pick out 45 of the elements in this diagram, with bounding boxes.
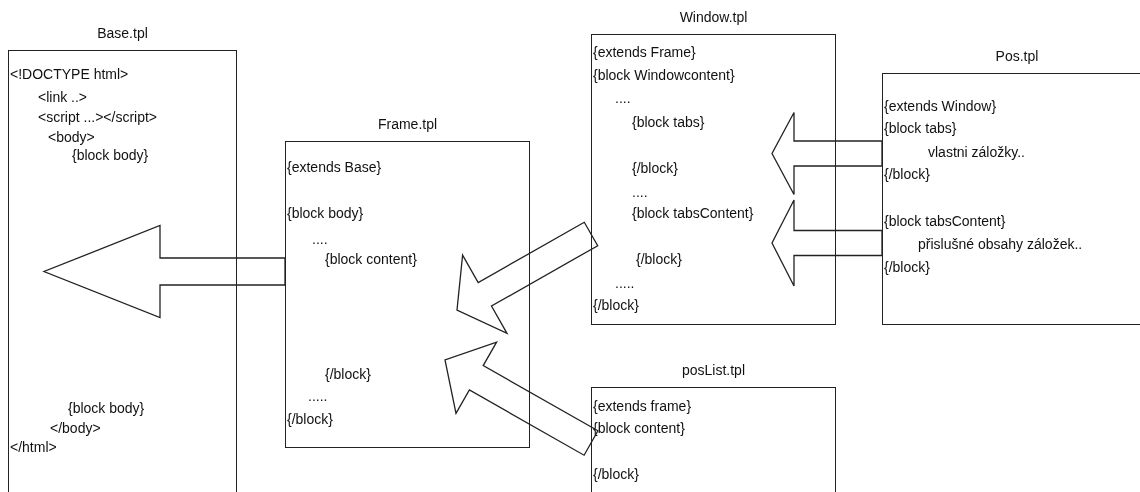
code-line: <body>: [48, 129, 95, 145]
code-line: <script ...></script>: [38, 109, 158, 125]
code-line: ....: [615, 90, 631, 106]
code-line: {extends Base}: [287, 159, 382, 175]
block-arrow: [771, 199, 883, 287]
code-line: </body>: [50, 420, 101, 436]
code-line: {block tabsContent}: [632, 205, 754, 221]
code-line: {/block}: [593, 466, 639, 482]
code-line: {/block}: [884, 259, 930, 275]
file-name: Base.tpl: [97, 25, 148, 41]
block-arrow: [444, 340, 599, 457]
code-line: {block body}: [72, 147, 149, 163]
code-line: {/block}: [636, 251, 682, 267]
code-line: {/block}: [884, 166, 930, 182]
code-line: {block Windowcontent}: [593, 67, 735, 83]
code-line: {/block}: [632, 160, 678, 176]
code-line: {block body}: [287, 205, 364, 221]
code-line: {/block}: [593, 297, 639, 313]
code-line: {block body}: [68, 400, 145, 416]
code-line: ....: [312, 231, 328, 247]
block-arrow: [771, 111, 883, 196]
code-line: {block content}: [325, 251, 417, 267]
code-line: {block tabs}: [884, 120, 957, 136]
code-line: .....: [615, 275, 635, 291]
code-line: {extends Frame}: [593, 44, 696, 60]
code-line: vlastni záložky..: [928, 144, 1025, 160]
file-name: Window.tpl: [679, 9, 748, 25]
file-name: Pos.tpl: [995, 48, 1039, 64]
code-line: přislušné obsahy záložek..: [918, 236, 1083, 252]
block-arrow: [456, 221, 599, 335]
code-line: {block tabs}: [632, 114, 705, 130]
code-line: {block tabsContent}: [884, 213, 1006, 229]
code-line: <!DOCTYPE html>: [10, 66, 129, 82]
code-line: {block content}: [593, 420, 685, 436]
code-line: {/block}: [287, 411, 333, 427]
file-name: Frame.tpl: [377, 116, 438, 132]
code-line: {/block}: [325, 366, 371, 382]
code-line: ....: [632, 184, 648, 200]
code-line: </html>: [10, 439, 57, 455]
code-line: {extends Window}: [884, 98, 997, 114]
code-line: {extends frame}: [593, 398, 692, 414]
code-line: <link ..>: [38, 89, 88, 105]
block-arrow: [42, 224, 286, 319]
file-name: posList.tpl: [681, 362, 745, 378]
code-line: .....: [308, 388, 328, 404]
